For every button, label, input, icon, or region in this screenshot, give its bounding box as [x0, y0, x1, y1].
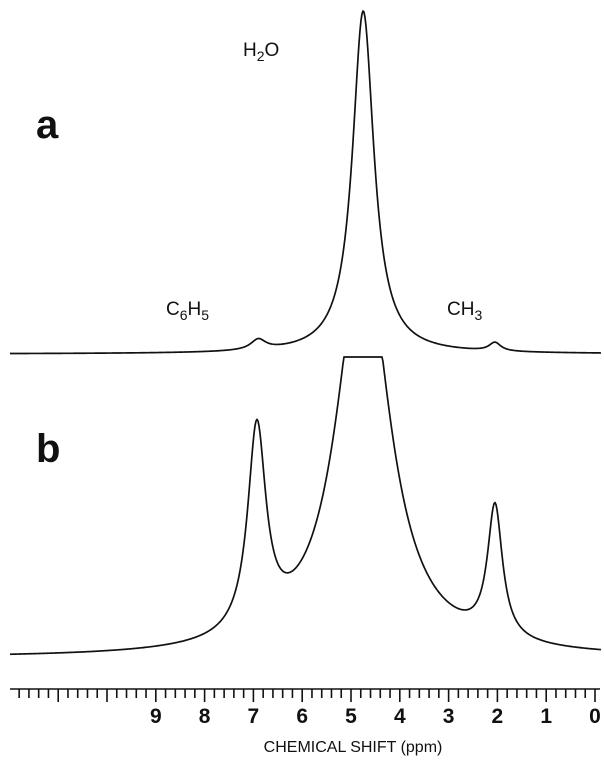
peak-label-h2o: H2O — [243, 40, 279, 64]
spectrum-trace-a — [10, 10, 602, 355]
tick-label-3: 3 — [443, 705, 455, 728]
tick-label-6: 6 — [296, 705, 308, 728]
tick-label-8: 8 — [199, 705, 211, 728]
tick-label-7: 7 — [248, 705, 260, 728]
tick-label-2: 2 — [492, 705, 504, 728]
x-axis-ticks — [18, 689, 596, 702]
spectrum-trace-b — [9, 356, 602, 656]
peak-label-ch3: CH3 — [447, 299, 482, 323]
peak-label-c6h5: C6H5 — [166, 299, 209, 323]
tick-label-9: 9 — [150, 705, 162, 728]
tick-label-0: 0 — [589, 705, 601, 728]
x-axis-title: CHEMICAL SHIFT (ppm) — [264, 739, 443, 756]
tick-label-5: 5 — [345, 705, 357, 728]
tick-label-4: 4 — [394, 705, 406, 728]
panel-b-label: b — [36, 427, 60, 471]
x-axis-tick-labels: 9 8 7 6 5 4 3 2 1 0 — [150, 705, 601, 728]
panel-a-label: a — [36, 103, 59, 147]
tick-label-1: 1 — [540, 705, 552, 728]
